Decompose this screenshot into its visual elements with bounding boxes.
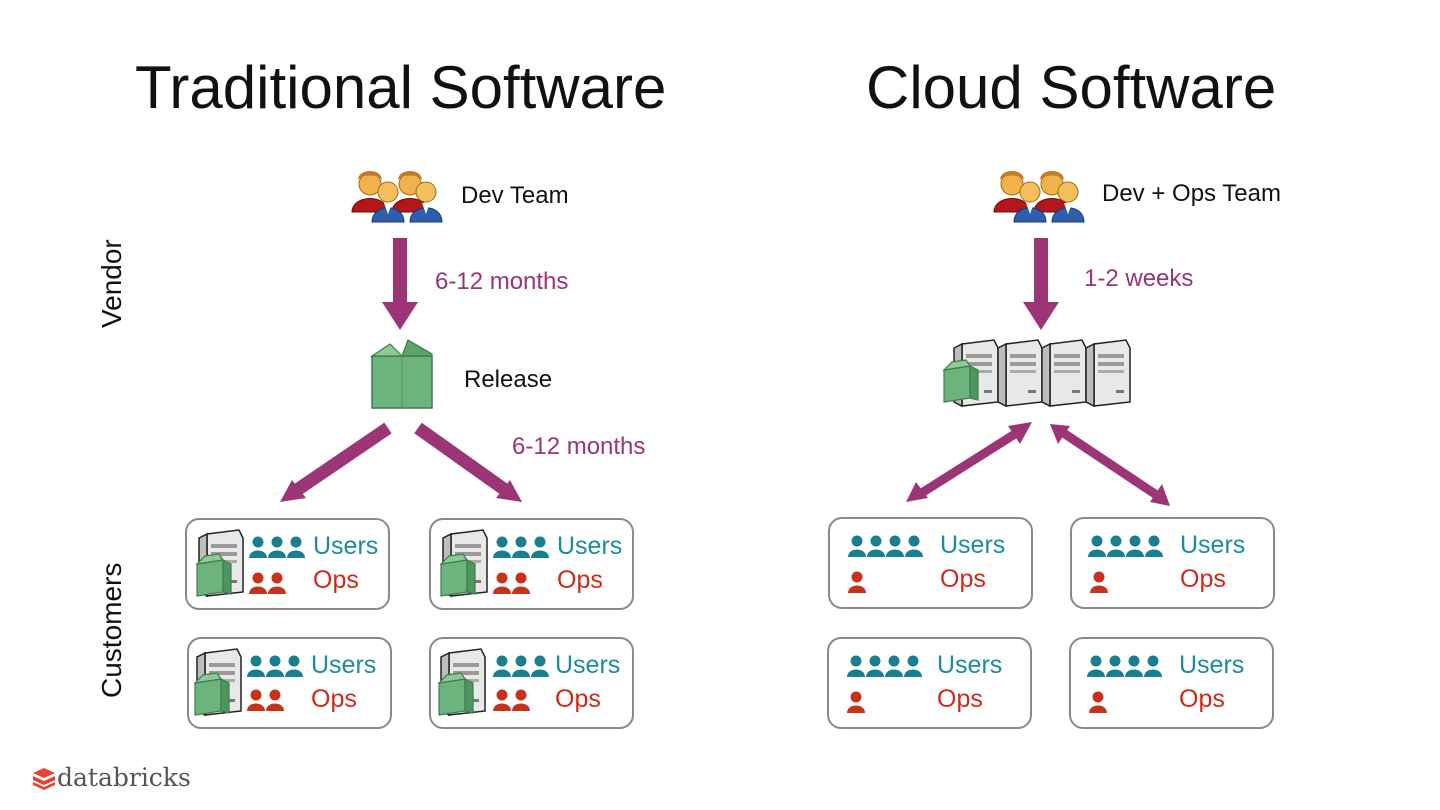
ops-label: Ops	[557, 566, 603, 594]
users-icon	[493, 655, 549, 677]
customer-box: Users Ops	[429, 518, 634, 610]
ops-icon	[249, 572, 286, 594]
cloud-software-title: Cloud Software	[866, 54, 1277, 121]
users-icon	[249, 536, 305, 558]
users-label: Users	[311, 651, 377, 679]
release-to-customers-arrows	[280, 422, 522, 502]
ops-label: Ops	[311, 685, 357, 713]
ops-icon	[493, 572, 530, 594]
ops-icon	[493, 689, 530, 711]
package-icon	[194, 672, 230, 716]
vendor-label: Vendor	[96, 239, 127, 328]
dev-to-cloud-arrow	[1023, 238, 1059, 330]
ops-icon	[247, 689, 284, 711]
ops-icon	[1089, 691, 1107, 713]
server-icon	[1041, 339, 1087, 407]
ops-icon	[848, 571, 866, 593]
users-label: Users	[313, 532, 379, 560]
ops-icon	[1090, 571, 1108, 593]
release-package-icon	[370, 339, 433, 409]
dev-ops-team-label: Dev + Ops Team	[1102, 180, 1281, 207]
ops-label: Ops	[1180, 565, 1226, 593]
ship-duration-label: 6-12 months	[512, 433, 646, 460]
users-label: Users	[937, 651, 1003, 679]
users-icon	[1087, 655, 1162, 677]
customer-box: Users Ops	[429, 637, 634, 729]
package-icon	[440, 553, 476, 597]
users-label: Users	[940, 531, 1006, 559]
users-label: Users	[1180, 531, 1246, 559]
ops-label: Ops	[1179, 685, 1225, 713]
ops-label: Ops	[313, 566, 359, 594]
cloud-customer-box: Users Ops	[1070, 517, 1275, 609]
dev-team-label: Dev Team	[461, 182, 569, 209]
server-icon	[997, 339, 1043, 407]
ops-label: Ops	[555, 685, 601, 713]
package-icon	[438, 672, 474, 716]
customer-box: Users Ops	[185, 518, 390, 610]
cloud-duration-label: 1-2 weeks	[1084, 265, 1194, 292]
users-icon	[493, 536, 549, 558]
traditional-software-title: Traditional Software	[135, 54, 667, 121]
server-icon	[1085, 339, 1131, 407]
users-label: Users	[557, 532, 623, 560]
ops-label: Ops	[937, 685, 983, 713]
users-icon	[847, 655, 922, 677]
ops-icon	[847, 691, 865, 713]
databricks-logo-icon	[33, 768, 55, 790]
cloud-customer-box: Users Ops	[1069, 637, 1274, 729]
users-label: Users	[555, 651, 621, 679]
release-label: Release	[464, 366, 553, 393]
databricks-logo-text: databricks	[57, 763, 191, 792]
users-label: Users	[1179, 651, 1245, 679]
package-icon	[943, 359, 979, 403]
cloud-customer-arrows	[906, 422, 1170, 506]
customers-label: Customers	[96, 562, 127, 698]
ops-label: Ops	[940, 565, 986, 593]
users-icon	[1088, 535, 1163, 557]
cloud-customer-box: Users Ops	[827, 637, 1032, 729]
package-icon	[196, 553, 232, 597]
dev-team-icon	[351, 170, 443, 223]
users-icon	[848, 535, 923, 557]
cloud-customer-box: Users Ops	[828, 517, 1033, 609]
dev-duration-label: 6-12 months	[435, 268, 569, 295]
dev-to-release-arrow	[382, 238, 418, 330]
dev-ops-team-icon	[993, 170, 1085, 223]
customer-box: Users Ops	[187, 637, 392, 729]
users-icon	[247, 655, 303, 677]
